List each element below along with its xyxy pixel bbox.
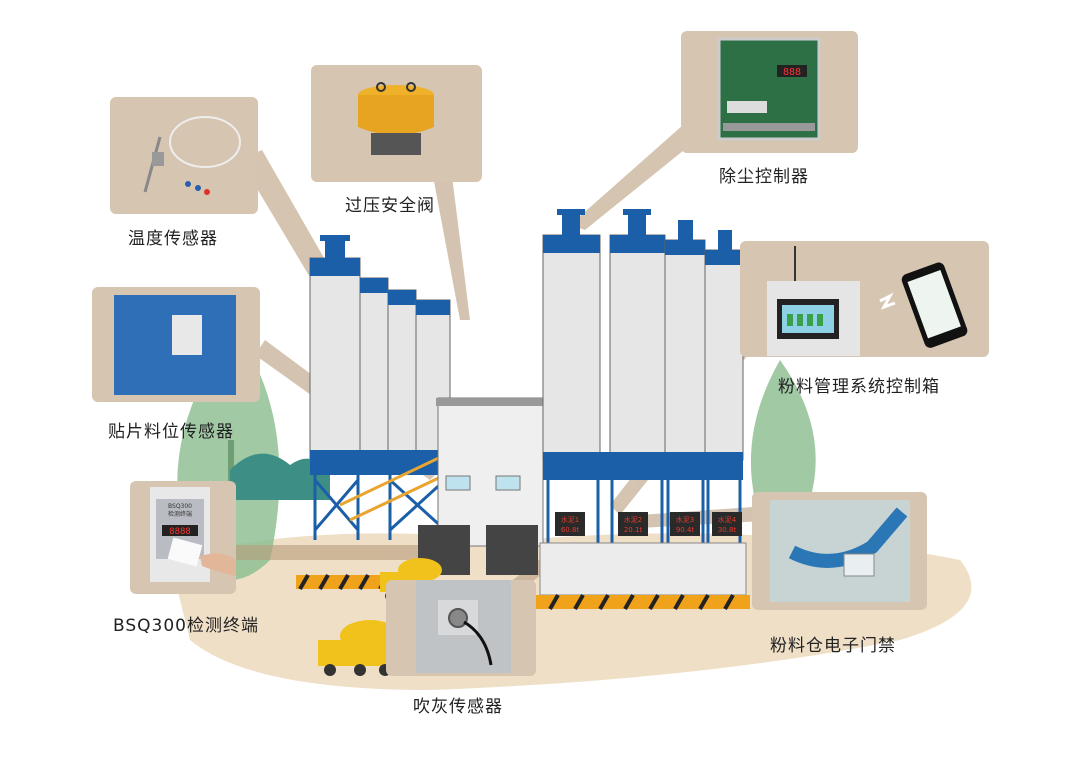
card-terminal: BSQ300 检测终端 8888 xyxy=(130,481,236,594)
temperature-sensor-photo xyxy=(143,116,241,195)
terminal-photo: BSQ300 检测终端 8888 xyxy=(150,487,236,582)
label-temperature: 温度传感器 xyxy=(128,229,218,249)
terminal-reading: 8888 xyxy=(169,527,191,537)
card-dust-controller: 888 xyxy=(681,31,858,153)
label-terminal: BSQ300检测终端 xyxy=(113,616,259,636)
silo-display xyxy=(618,512,648,536)
terminal-model: BSQ300 xyxy=(168,503,192,510)
left-silo-group xyxy=(309,235,451,540)
tree-right xyxy=(750,360,816,515)
blow-sensor-photo xyxy=(416,580,511,673)
silo-display-value: 60.8t xyxy=(561,526,580,534)
label-pressure-valve: 过压安全阀 xyxy=(345,196,435,216)
access-control-photo xyxy=(770,500,910,602)
mixing-building xyxy=(418,397,544,575)
label-dust-controller: 除尘控制器 xyxy=(719,167,809,187)
card-control-box xyxy=(740,241,989,357)
silo-display-value: 20.1t xyxy=(624,526,643,534)
card-level-sensor xyxy=(92,287,260,402)
silo-display-name: 水泥3 xyxy=(676,515,694,524)
label-blow-sensor: 吹灰传感器 xyxy=(413,697,503,717)
silo-display-name: 水泥4 xyxy=(718,515,737,524)
control-box-photo xyxy=(767,246,968,356)
silo-display xyxy=(712,512,742,536)
right-silo-group xyxy=(539,209,747,596)
card-pressure-valve xyxy=(311,65,482,182)
silo-display-value: 90.4t xyxy=(676,526,695,534)
label-level-sensor: 贴片料位传感器 xyxy=(108,422,234,442)
label-access-control: 粉料仓电子门禁 xyxy=(770,636,896,656)
silo-display-name: 水泥1 xyxy=(561,515,579,524)
dust-display: 888 xyxy=(783,67,801,78)
card-access-control xyxy=(752,492,927,610)
pressure-valve-photo xyxy=(358,82,434,155)
mixer-truck-2 xyxy=(318,620,400,676)
silo-displays: 水泥1 60.8t 水泥2 20.1t 水泥3 90.4t 水泥4 30.8t xyxy=(555,512,742,536)
dust-controller-photo: 888 xyxy=(717,37,821,141)
label-control-box: 粉料管理系统控制箱 xyxy=(778,377,940,397)
level-sensor-photo xyxy=(114,295,236,395)
card-blow-sensor xyxy=(386,580,536,676)
silo-display xyxy=(555,512,585,536)
silo-display xyxy=(670,512,700,536)
silo-display-name: 水泥2 xyxy=(624,515,642,524)
hills xyxy=(230,453,330,500)
card-temperature xyxy=(110,97,258,214)
terminal-title: 检测终端 xyxy=(168,510,192,518)
silo-display-value: 30.8t xyxy=(718,526,737,534)
